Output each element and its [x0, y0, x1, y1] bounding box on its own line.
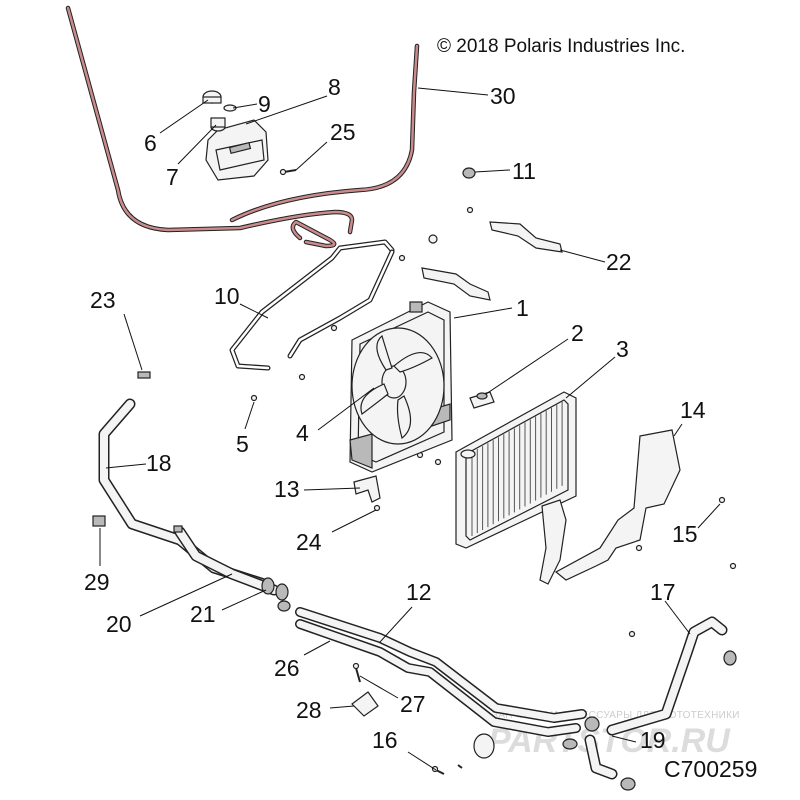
- hose-clamps-part-21: [261, 577, 291, 612]
- callout-27: 27: [400, 691, 426, 717]
- bracket-part-13: [353, 475, 381, 503]
- radiator-fins: [471, 401, 563, 536]
- bracket-lower: [421, 267, 491, 301]
- callout-12: 12: [406, 579, 432, 605]
- fitting-part-28: [351, 691, 379, 717]
- callout-30: 30: [490, 83, 516, 109]
- overflow-hose-part-10: [229, 239, 395, 371]
- callout-7: 7: [166, 164, 179, 190]
- callout-19: 19: [640, 727, 666, 753]
- mount-part-2: [469, 391, 495, 409]
- callout-24: 24: [296, 529, 322, 555]
- callout-21: 21: [190, 601, 216, 627]
- callout-15: 15: [672, 521, 698, 547]
- callout-5: 5: [236, 431, 249, 457]
- callout-labels: 1 2 3 4 5 6 7 8 9 10 11 12 13 14 15 16 1…: [84, 74, 706, 753]
- fan-part-4: [351, 327, 445, 445]
- air-deflector-part-14: [554, 429, 681, 581]
- vent-line-part-30: [65, 5, 420, 249]
- coolant-hose-part-17: [606, 616, 728, 736]
- leader-lines: [99, 87, 721, 771]
- coolant-hose-part-20: [174, 526, 280, 596]
- vent-line-color: [66, 6, 354, 234]
- watermark-tagline: ЗАПЧАСТИ И АКСЕССУАРЫ ДЛЯ МОТОТЕХНИКИ: [492, 710, 740, 721]
- screw-part-16: [431, 764, 463, 775]
- thermostat-housing: [473, 733, 495, 759]
- callout-2: 2: [571, 320, 584, 346]
- callout-18: 18: [146, 450, 172, 476]
- bracket-part-22: [489, 221, 563, 253]
- screw-part-27: [352, 662, 361, 683]
- callout-11: 11: [512, 158, 536, 184]
- copyright-text: © 2018 Polaris Industries Inc.: [437, 36, 685, 57]
- callout-9: 9: [258, 91, 271, 117]
- callout-20: 20: [106, 611, 132, 637]
- callout-17: 17: [650, 579, 676, 605]
- callout-29: 29: [84, 569, 110, 595]
- clip-part-23: [137, 371, 151, 379]
- callout-4: 4: [296, 420, 309, 446]
- callout-25: 25: [330, 119, 356, 145]
- diagram-code: C700259: [664, 756, 757, 782]
- clip-part-29: [92, 515, 106, 527]
- callout-8: 8: [328, 74, 341, 100]
- callout-6: 6: [144, 130, 157, 156]
- callout-28: 28: [296, 697, 322, 723]
- callout-3: 3: [616, 336, 629, 362]
- callout-16: 16: [372, 727, 398, 753]
- callout-22: 22: [606, 249, 632, 275]
- coolant-tube-part-26: [295, 619, 581, 737]
- coolant-bottle-part-8: [205, 119, 269, 181]
- coolant-hose-part-19: [584, 734, 618, 780]
- bottle-neck-part-7: [210, 117, 226, 132]
- hose-clip-small: [173, 525, 183, 533]
- coolant-tube-part-12: [295, 607, 587, 723]
- callout-1: 1: [516, 295, 529, 321]
- hose-clamps-lower: [562, 650, 737, 791]
- callout-14: 14: [680, 397, 706, 423]
- grommet-part-11: [462, 167, 476, 179]
- fasteners: [250, 206, 737, 638]
- callout-10: 10: [214, 283, 240, 309]
- screw-part-25: [279, 168, 297, 176]
- bottle-cap-part-6: [202, 90, 222, 104]
- callout-23: 23: [90, 287, 116, 313]
- air-deflector-lower: [539, 499, 567, 585]
- callout-13: 13: [274, 476, 300, 502]
- callout-26: 26: [274, 655, 300, 681]
